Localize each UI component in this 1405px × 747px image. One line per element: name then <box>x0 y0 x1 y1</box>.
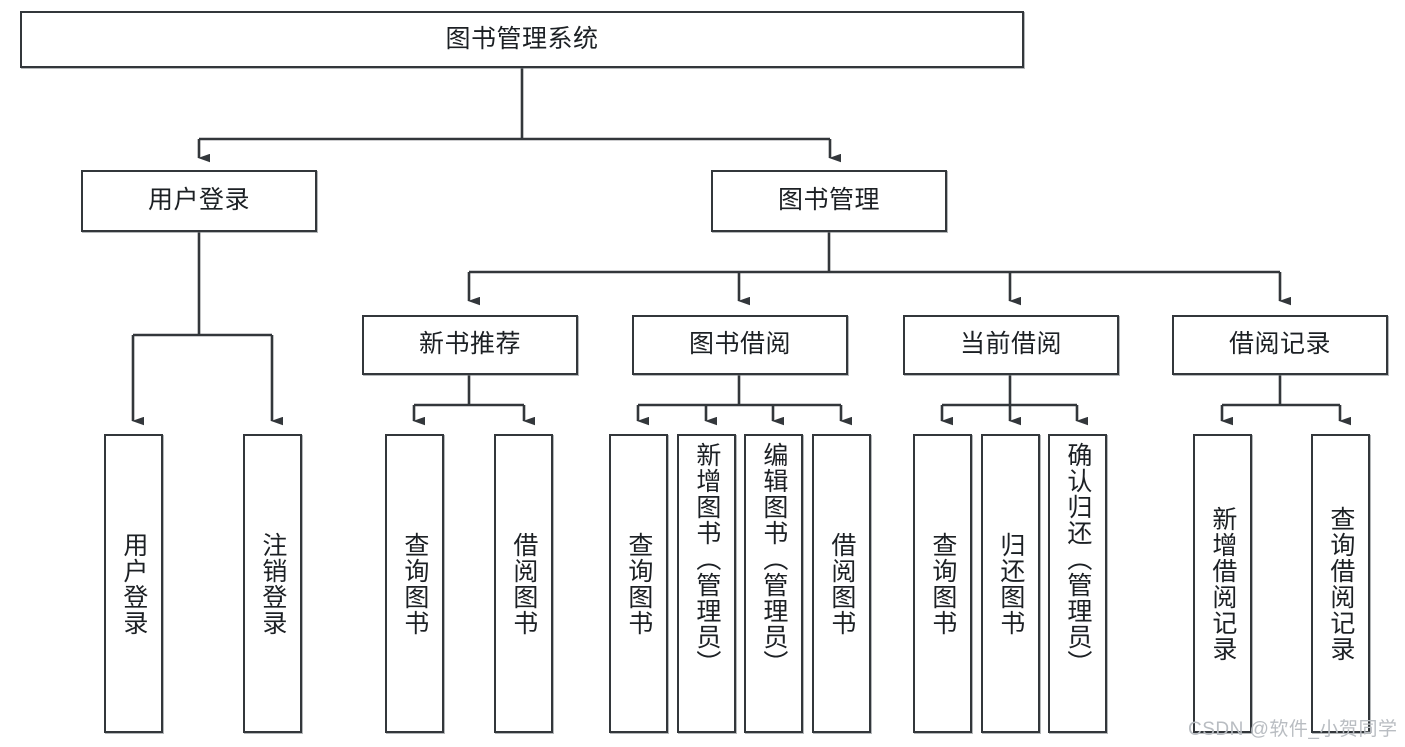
node-leaf-borrow-book-2[interactable]: 借阅图书 <box>812 434 871 733</box>
node-label: 查询借阅记录 <box>1326 505 1355 662</box>
watermark: CSDN @软件_小贺同学 <box>1188 719 1398 740</box>
node-leaf-logout-login[interactable]: 注销登录 <box>243 434 302 733</box>
node-leaf-add-borrow-record[interactable]: 新增借阅记录 <box>1193 434 1252 733</box>
node-label: 用户登录 <box>147 186 250 215</box>
node-label: 新增借阅记录 <box>1208 505 1237 662</box>
node-book-management[interactable]: 图书管理 <box>711 170 947 232</box>
node-label: 图书借阅 <box>688 330 791 359</box>
node-label: 借阅图书 <box>509 531 538 636</box>
node-label: 确认归还（管理员） <box>1063 442 1092 676</box>
node-label: 用户登录 <box>119 531 148 636</box>
node-label: 归还图书 <box>996 531 1025 636</box>
node-label: 查询图书 <box>624 531 653 636</box>
node-current-borrow[interactable]: 当前借阅 <box>903 315 1119 375</box>
node-label: 新增图书（管理员） <box>692 442 721 676</box>
node-leaf-edit-book[interactable]: 编辑图书（管理员） <box>744 434 803 733</box>
node-label: 查询图书 <box>400 531 429 636</box>
node-label: 借阅图书 <box>827 531 856 636</box>
node-book-borrow[interactable]: 图书借阅 <box>632 315 848 375</box>
node-leaf-query-borrow-record[interactable]: 查询借阅记录 <box>1311 434 1370 733</box>
node-leaf-query-book-1[interactable]: 查询图书 <box>385 434 444 733</box>
node-leaf-query-book-2[interactable]: 查询图书 <box>609 434 668 733</box>
node-borrow-record[interactable]: 借阅记录 <box>1172 315 1388 375</box>
node-leaf-add-book[interactable]: 新增图书（管理员） <box>677 434 736 733</box>
node-label: 注销登录 <box>258 531 287 636</box>
node-label: 借阅记录 <box>1228 330 1331 359</box>
node-new-book-recommend[interactable]: 新书推荐 <box>362 315 578 375</box>
node-leaf-confirm-return[interactable]: 确认归还（管理员） <box>1048 434 1107 733</box>
node-label: 查询图书 <box>928 531 957 636</box>
node-label: 新书推荐 <box>418 330 521 359</box>
node-leaf-borrow-book-1[interactable]: 借阅图书 <box>494 434 553 733</box>
node-user-login[interactable]: 用户登录 <box>81 170 317 232</box>
node-label: 编辑图书（管理员） <box>759 442 788 676</box>
node-leaf-query-book-3[interactable]: 查询图书 <box>913 434 972 733</box>
node-book-management-system[interactable]: 图书管理系统 <box>20 11 1024 68</box>
node-leaf-return-book[interactable]: 归还图书 <box>981 434 1040 733</box>
node-label: 当前借阅 <box>959 330 1062 359</box>
node-label: 图书管理系统 <box>445 24 599 53</box>
node-label: 图书管理 <box>777 186 880 215</box>
node-leaf-user-login[interactable]: 用户登录 <box>104 434 163 733</box>
